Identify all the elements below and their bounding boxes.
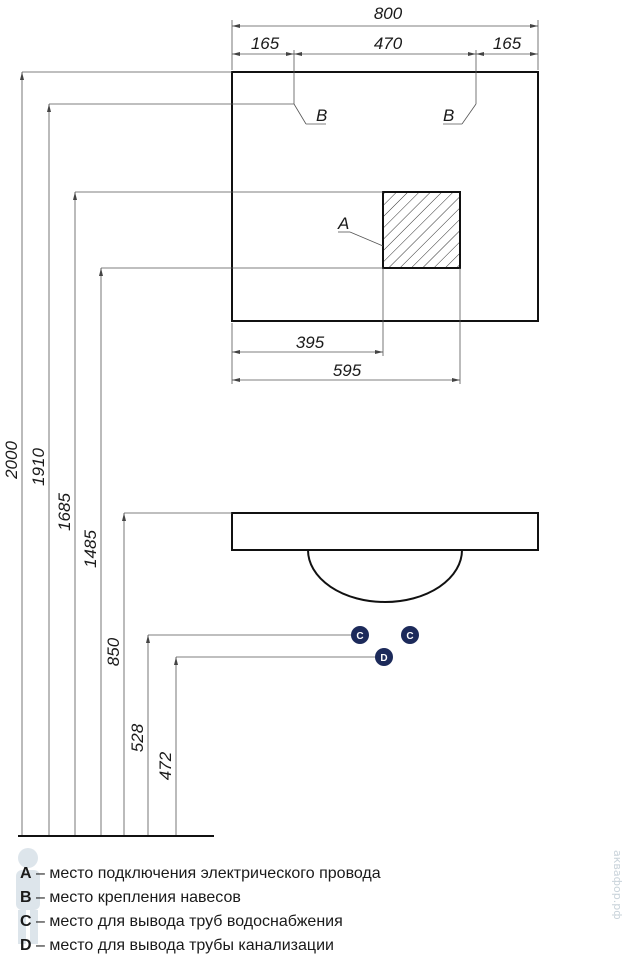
legend-text: – место подключения электрического прово… [31,865,381,882]
dim-outlet-right-edge: 395 [296,333,325,352]
pin-c-right: C [401,626,419,644]
legend-item-d: D – место для вывода трубы канализации [20,934,580,958]
dim-height-drain: 472 [156,751,175,780]
dim-height-water: 528 [128,723,147,752]
dim-top-middle: 470 [374,34,403,53]
watermark: аквафор.рф [611,850,624,920]
legend-text: – место крепления навесов [31,889,241,906]
legend-item-a: A – место подключения электрического про… [20,862,580,886]
countertop-outline [231,512,539,551]
svg-text:C: C [406,631,413,642]
dim-height-outlet-bottom: 1485 [81,530,100,568]
dim-top-left-offset: 165 [251,34,280,53]
marker-a: A [337,214,349,233]
dim-height-total: 2000 [2,441,21,480]
dim-height-basin-top: 850 [104,637,123,666]
mirror-outline [231,71,539,322]
sink-bowl [307,549,463,603]
legend-key: D [20,937,32,954]
dim-height-outlet-top: 1685 [55,493,74,531]
legend-item-c: C – место для вывода труб водоснабжения [20,910,580,934]
svg-text:D: D [380,653,387,664]
marker-b-right: B [443,106,454,125]
legend-key: A [20,865,32,882]
arrow-ticks [20,24,538,665]
dim-total-width: 800 [374,4,403,23]
legend-item-b: B – место крепления навесов [20,886,580,910]
legend-text: – место для вывода труб водоснабжения [31,913,343,930]
svg-text:C: C [356,631,363,642]
outlet-area-a [382,191,461,269]
dimension-lines [21,20,539,836]
pin-d: D [375,648,393,666]
plumber-mascot-logo [16,848,40,944]
legend: A – место подключения электрического про… [20,862,580,958]
dim-outlet-left-edge: 595 [333,361,362,380]
dim-height-hanging: 1910 [29,448,48,486]
legend-key: B [20,889,32,906]
dim-top-right-offset: 165 [493,34,522,53]
legend-text: – место для вывода трубы канализации [31,937,334,954]
legend-key: C [20,913,32,930]
marker-b-left: B [316,106,327,125]
pin-c-left: C [351,626,369,644]
